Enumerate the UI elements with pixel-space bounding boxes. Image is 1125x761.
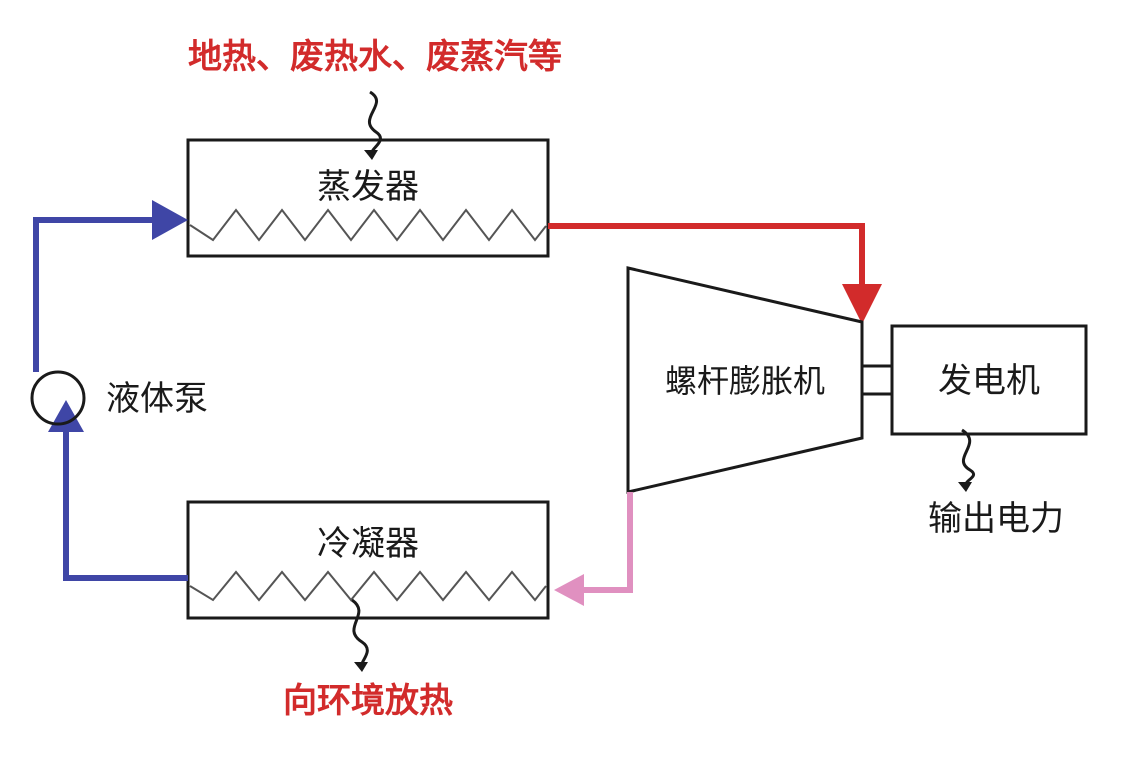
condenser-label: 冷凝器	[317, 524, 419, 564]
exhaust-arrowhead	[554, 574, 584, 606]
evaporator-inlet-arrowhead	[152, 200, 188, 240]
hot-vapor-line	[548, 223, 865, 290]
heat-input-squiggle-icon	[368, 90, 382, 153]
condenser-box	[186, 500, 550, 620]
evaporator-coil	[189, 208, 547, 242]
generator-box	[890, 324, 1088, 436]
heat-rejection-squiggle-icon	[351, 598, 369, 665]
liquid-line-upper	[33, 217, 156, 372]
heat-rejection-arrowhead	[354, 662, 368, 672]
evaporator-label: 蒸发器	[317, 167, 419, 207]
exhaust-line	[580, 492, 633, 593]
screw-expander-label: 螺杆膨胀机	[665, 362, 825, 400]
heat-input-arrowhead	[364, 150, 378, 160]
heat-rejection-label: 向环境放热	[283, 681, 453, 721]
heat-source-label: 地热、废热水、废蒸汽等	[188, 37, 562, 77]
evaporator-box	[186, 138, 550, 258]
liquid-pump-label: 液体泵	[106, 379, 208, 419]
power-output-label: 输出电力	[928, 499, 1064, 539]
hot-vapor-arrowhead	[842, 284, 882, 324]
power-output-squiggle-icon	[961, 428, 976, 485]
generator-label: 发电机	[938, 361, 1040, 401]
condenser-coil	[189, 570, 547, 602]
liquid-line-lower	[63, 430, 188, 581]
liquid-pump-icon	[30, 370, 86, 426]
power-output-arrowhead	[958, 482, 972, 492]
screw-expander-shape	[626, 266, 864, 494]
